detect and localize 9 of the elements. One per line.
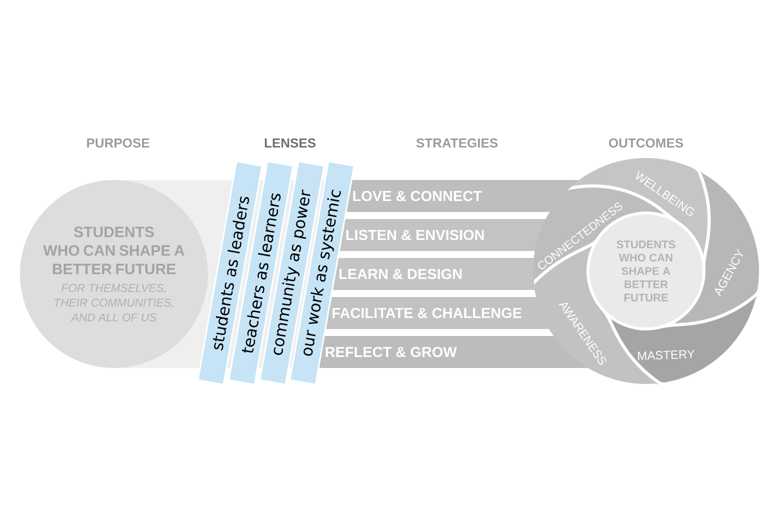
strategy-bar: FACILITATE & CHALLENGE: [323, 296, 550, 329]
strategy-bar: LISTEN & ENVISION: [336, 218, 546, 251]
column-heading: OUTCOMES: [608, 138, 684, 148]
strategy-bar: LEARN & DESIGN: [330, 258, 536, 290]
column-heading: PURPOSE: [87, 138, 150, 148]
column-heading: LENSES: [264, 138, 316, 148]
strategy-bar: LOVE & CONNECT: [344, 180, 580, 212]
node-label: LOVE & CONNECT: [353, 190, 482, 202]
column-heading: STRATEGIES: [416, 138, 498, 148]
